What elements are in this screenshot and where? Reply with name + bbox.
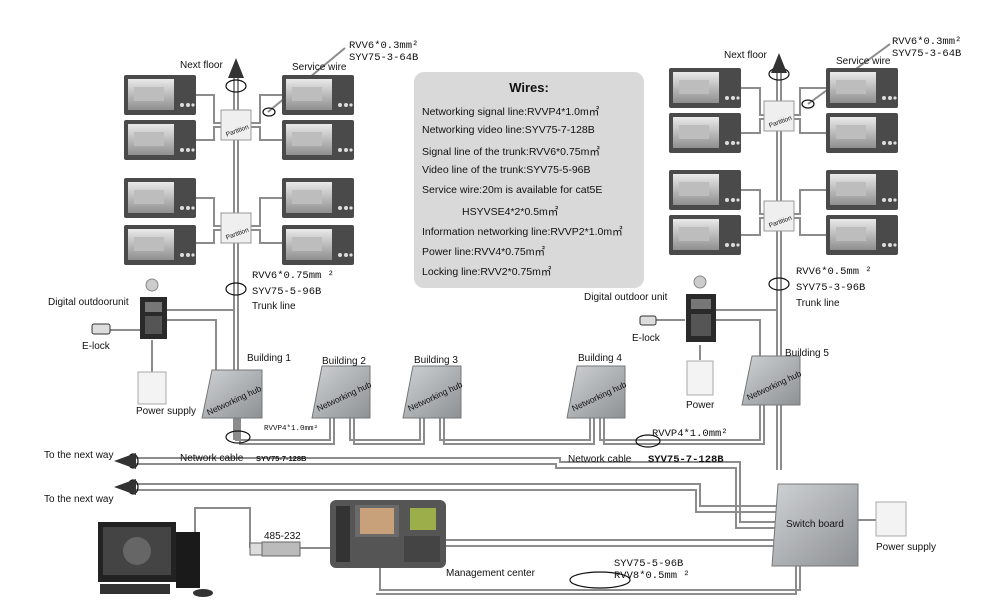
next-way-arrow-icon [114, 453, 136, 469]
outdoor-unit-label-left: Digital outdoorunit [48, 297, 129, 308]
building-label: Building 1 [247, 353, 291, 364]
next-floor-arrow-icon [771, 53, 787, 73]
next-way-label-2: To the next way [44, 494, 113, 505]
network-cable-1-left: RVVP4*1.0mm² [264, 424, 318, 433]
building-label: Building 2 [322, 356, 366, 367]
trunk-line-label-left: Trunk line [252, 301, 296, 312]
trunk-cable-2-left: SYV75-5-96B [252, 286, 321, 298]
converter-label: 485-232 [264, 531, 301, 542]
wire-spec-line: Service wire:20m is available for cat5E [422, 184, 603, 196]
networking-hub [201, 355, 801, 419]
elock-label-right: E-lock [632, 333, 661, 344]
outdoor-unit-left [140, 278, 167, 339]
wire-spec-line: Networking video line:SYV75-7-128B [422, 124, 595, 136]
trunk-cable-2-right: SYV75-3-96B [796, 282, 865, 294]
next-floor-label-right: Next floor [724, 50, 767, 61]
switch-board-label: Switch board [786, 519, 844, 530]
power-supply-label-left: Power supply [136, 406, 196, 417]
wire-spec-line: Information networking line:RVVP2*1.0m㎡ [422, 226, 623, 238]
power-supply-label-center: Power supply [876, 542, 936, 553]
management-center-unit [330, 500, 446, 568]
wire-spec-line: Networking signal line:RVVP4*1.0m㎡ [422, 106, 600, 118]
service-wire-label-left: Service wire [292, 62, 347, 73]
network-cable-label-left: Network cable [180, 453, 244, 464]
next-floor-arrow-icon [228, 58, 244, 78]
wire-spec-line: Power line:RVV4*0.75m㎡ [422, 246, 545, 258]
next-way-label-1: To the next way [44, 450, 113, 461]
service-cable-1-right: RVV6*0.3mm² [892, 36, 961, 48]
power-supply-box [137, 360, 907, 537]
wire-spec-line: Locking line:RVV2*0.75m㎡ [422, 266, 552, 278]
computer [98, 522, 213, 597]
service-cable-2-left: SYV75-3-64B [349, 52, 418, 64]
outdoor-unit-label-right: Digital outdoor unit [584, 292, 668, 303]
switch-board [771, 483, 859, 567]
next-floor-label-left: Next floor [180, 60, 223, 71]
management-center-label: Management center [446, 568, 536, 579]
wire-spec-line: Signal line of the trunk:RVV6*0.75m㎡ [422, 146, 600, 158]
building-label: Building 5 [785, 348, 829, 359]
bottom-cable-1: SYV75-5-96B [614, 558, 683, 570]
building-label: Building 3 [414, 355, 458, 366]
service-wire-label-right: Service wire [836, 56, 891, 67]
next-way-arrow-icon [114, 479, 136, 495]
power-label-right: Power [686, 400, 715, 411]
service-cable-2-right: SYV75-3-64B [892, 48, 961, 60]
partition-box [220, 100, 795, 244]
network-cable-label-right: Network cable [568, 454, 632, 465]
wires-title: Wires: [509, 80, 549, 95]
trunk-cable-1-right: RVV6*0.5mm ² [796, 266, 872, 278]
wires-legend-panel: Wires: Networking signal line:RVVP4*1.0m… [414, 72, 644, 288]
elock-icon [91, 315, 657, 335]
outdoor-unit-right [686, 275, 716, 342]
network-cable-1-right: RVVP4*1.0mm² [652, 428, 728, 440]
network-cable-2-left: SYV75-7-128B [256, 454, 307, 463]
elock-label-left: E-lock [82, 341, 111, 352]
trunk-cable-1-left: RVV6*0.75mm ² [252, 270, 334, 282]
service-cable-1-left: RVV6*0.3mm² [349, 40, 418, 52]
cable-lines [110, 43, 891, 595]
building-label: Building 4 [578, 353, 622, 364]
trunk-line-label-right: Trunk line [796, 298, 840, 309]
wire-spec-line: Video line of the trunk:SYV75-5-96B [422, 164, 591, 176]
bottom-cable-2: RVV8*0.5mm ² [614, 570, 690, 582]
converter-485-232 [249, 541, 301, 557]
wire-spec-line: HSYVSE4*2*0.5m㎡ [462, 206, 559, 218]
network-cable-2-right: SYV75-7-128B [648, 454, 724, 466]
